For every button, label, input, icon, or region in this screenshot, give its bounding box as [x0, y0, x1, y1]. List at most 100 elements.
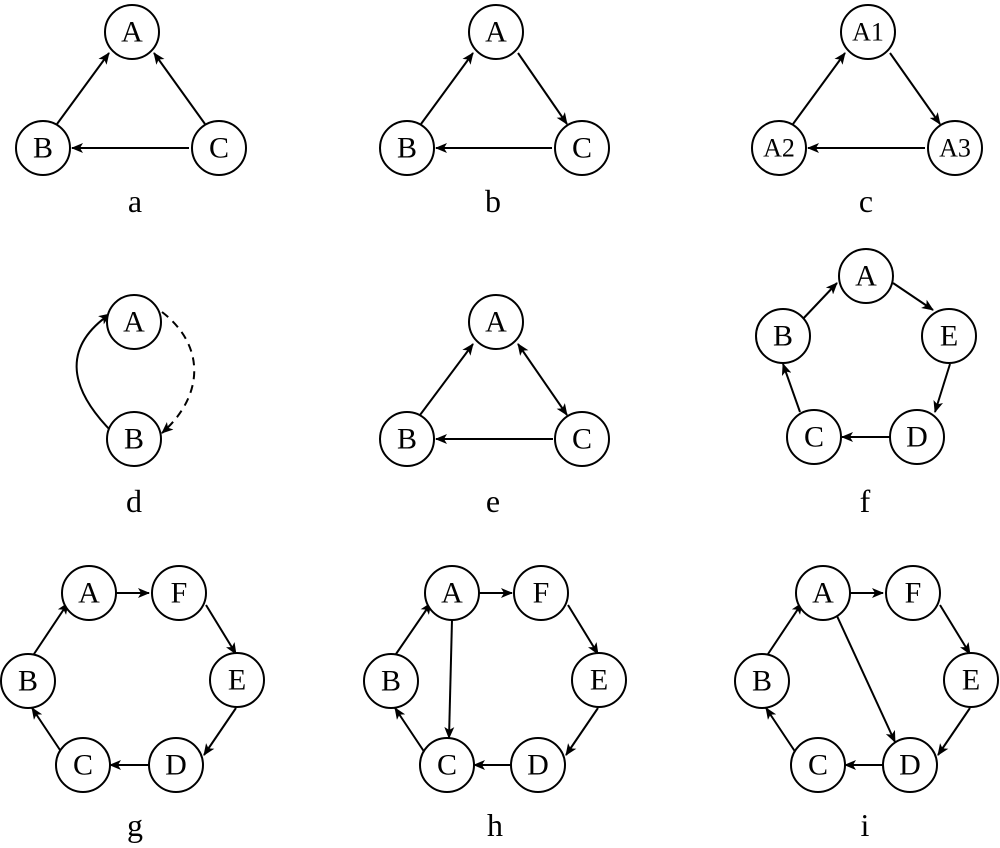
edge-c-to-b — [781, 363, 801, 413]
node-label: E — [228, 664, 246, 697]
edge-e-to-d — [937, 707, 971, 756]
node-label: A3 — [939, 134, 971, 163]
node-a1: A1 — [840, 4, 896, 60]
panel-caption: b — [485, 183, 501, 219]
node-a2: A2 — [751, 120, 807, 176]
node-label: A — [812, 577, 834, 610]
node-d: D — [510, 737, 566, 793]
node-label: D — [899, 749, 921, 782]
panel-h: A F E D C B h — [363, 565, 627, 843]
node-label: C — [73, 749, 93, 782]
panel-e: A B C e — [379, 294, 610, 519]
node-label: B — [381, 665, 401, 698]
edge-b-to-a — [420, 52, 474, 125]
node-label: C — [209, 132, 229, 165]
node-label: E — [940, 320, 958, 353]
panel-a: A B C a — [15, 4, 247, 219]
panel-c: A1 A2 A3 c — [751, 4, 983, 219]
panel-b: A B C b — [379, 4, 610, 219]
edge-a1-to-a3 — [889, 52, 941, 125]
edge-c-to-b — [765, 707, 797, 754]
node-label: A — [441, 577, 463, 610]
edge-b-to-a — [419, 343, 474, 416]
node-label: A — [485, 306, 507, 339]
edge-f-to-e — [205, 604, 237, 655]
edge-a-to-c — [444, 619, 455, 739]
edge-a-to-c — [517, 52, 568, 125]
node-a: A — [838, 248, 894, 304]
node-f: F — [885, 565, 941, 621]
node-a: A — [106, 294, 162, 350]
node-b: B — [379, 120, 435, 176]
node-c: C — [55, 737, 111, 793]
node-label: A — [121, 16, 143, 49]
panel-caption: e — [486, 483, 500, 519]
edge-a-to-d — [836, 615, 896, 743]
node-label: D — [527, 749, 549, 782]
node-e: E — [571, 652, 627, 708]
node-label: F — [171, 577, 188, 610]
edge-c-to-b — [31, 707, 63, 754]
panel-caption: d — [126, 483, 142, 519]
node-label: E — [962, 664, 980, 697]
panel-caption: f — [860, 483, 871, 519]
edge-b-to-a — [75, 313, 114, 434]
node-b: B — [379, 411, 435, 467]
node-d: D — [889, 409, 945, 465]
panel-caption: h — [487, 807, 503, 843]
panel-g: A F E D C B g — [0, 565, 265, 843]
node-d: D — [148, 737, 204, 793]
edge-a-to-b-dashed — [161, 311, 196, 434]
edge-b-to-a — [33, 602, 69, 655]
node-label: C — [808, 749, 828, 782]
node-label: C — [572, 423, 592, 456]
panel-caption: a — [128, 183, 142, 219]
edge-e-to-d — [933, 363, 951, 413]
node-a: A — [424, 565, 480, 621]
edge-e-to-d — [565, 707, 599, 756]
node-b: B — [734, 653, 790, 709]
edge-b-to-a — [395, 602, 432, 655]
edge-f-to-e — [567, 604, 599, 655]
panel-f: A E D C B f — [755, 248, 977, 519]
panel-caption: i — [861, 807, 870, 843]
node-c: C — [554, 120, 610, 176]
node-label: D — [165, 749, 187, 782]
edge-f-to-e — [939, 604, 971, 655]
node-b: B — [0, 653, 56, 709]
node-label: C — [572, 132, 592, 165]
node-label: B — [124, 423, 144, 456]
node-a: A — [468, 4, 524, 60]
node-label: E — [590, 664, 608, 697]
node-b: B — [106, 411, 162, 467]
node-label: C — [437, 749, 457, 782]
panel-d: A B d — [75, 294, 196, 519]
panel-caption: c — [859, 183, 873, 219]
node-label: A1 — [852, 18, 884, 47]
node-a3: A3 — [927, 120, 983, 176]
node-label: F — [533, 577, 550, 610]
node-e: E — [209, 652, 265, 708]
node-e: E — [943, 652, 999, 708]
node-c: C — [790, 737, 846, 793]
node-f: F — [151, 565, 207, 621]
edge-b-to-a — [56, 52, 110, 125]
node-label: B — [33, 132, 53, 165]
node-label: A — [123, 306, 145, 339]
node-a: A — [61, 565, 117, 621]
node-label: B — [18, 665, 38, 698]
node-b: B — [15, 120, 71, 176]
node-b: B — [363, 653, 419, 709]
node-a: A — [795, 565, 851, 621]
node-c: C — [554, 411, 610, 467]
node-label: B — [752, 665, 772, 698]
edge-c-to-a — [153, 52, 206, 125]
node-c: C — [419, 737, 475, 793]
node-label: B — [773, 320, 793, 353]
node-e: E — [921, 308, 977, 364]
node-d: D — [882, 737, 938, 793]
edge-b-to-a — [767, 602, 803, 655]
node-b: B — [755, 308, 811, 364]
node-label: D — [906, 421, 928, 454]
